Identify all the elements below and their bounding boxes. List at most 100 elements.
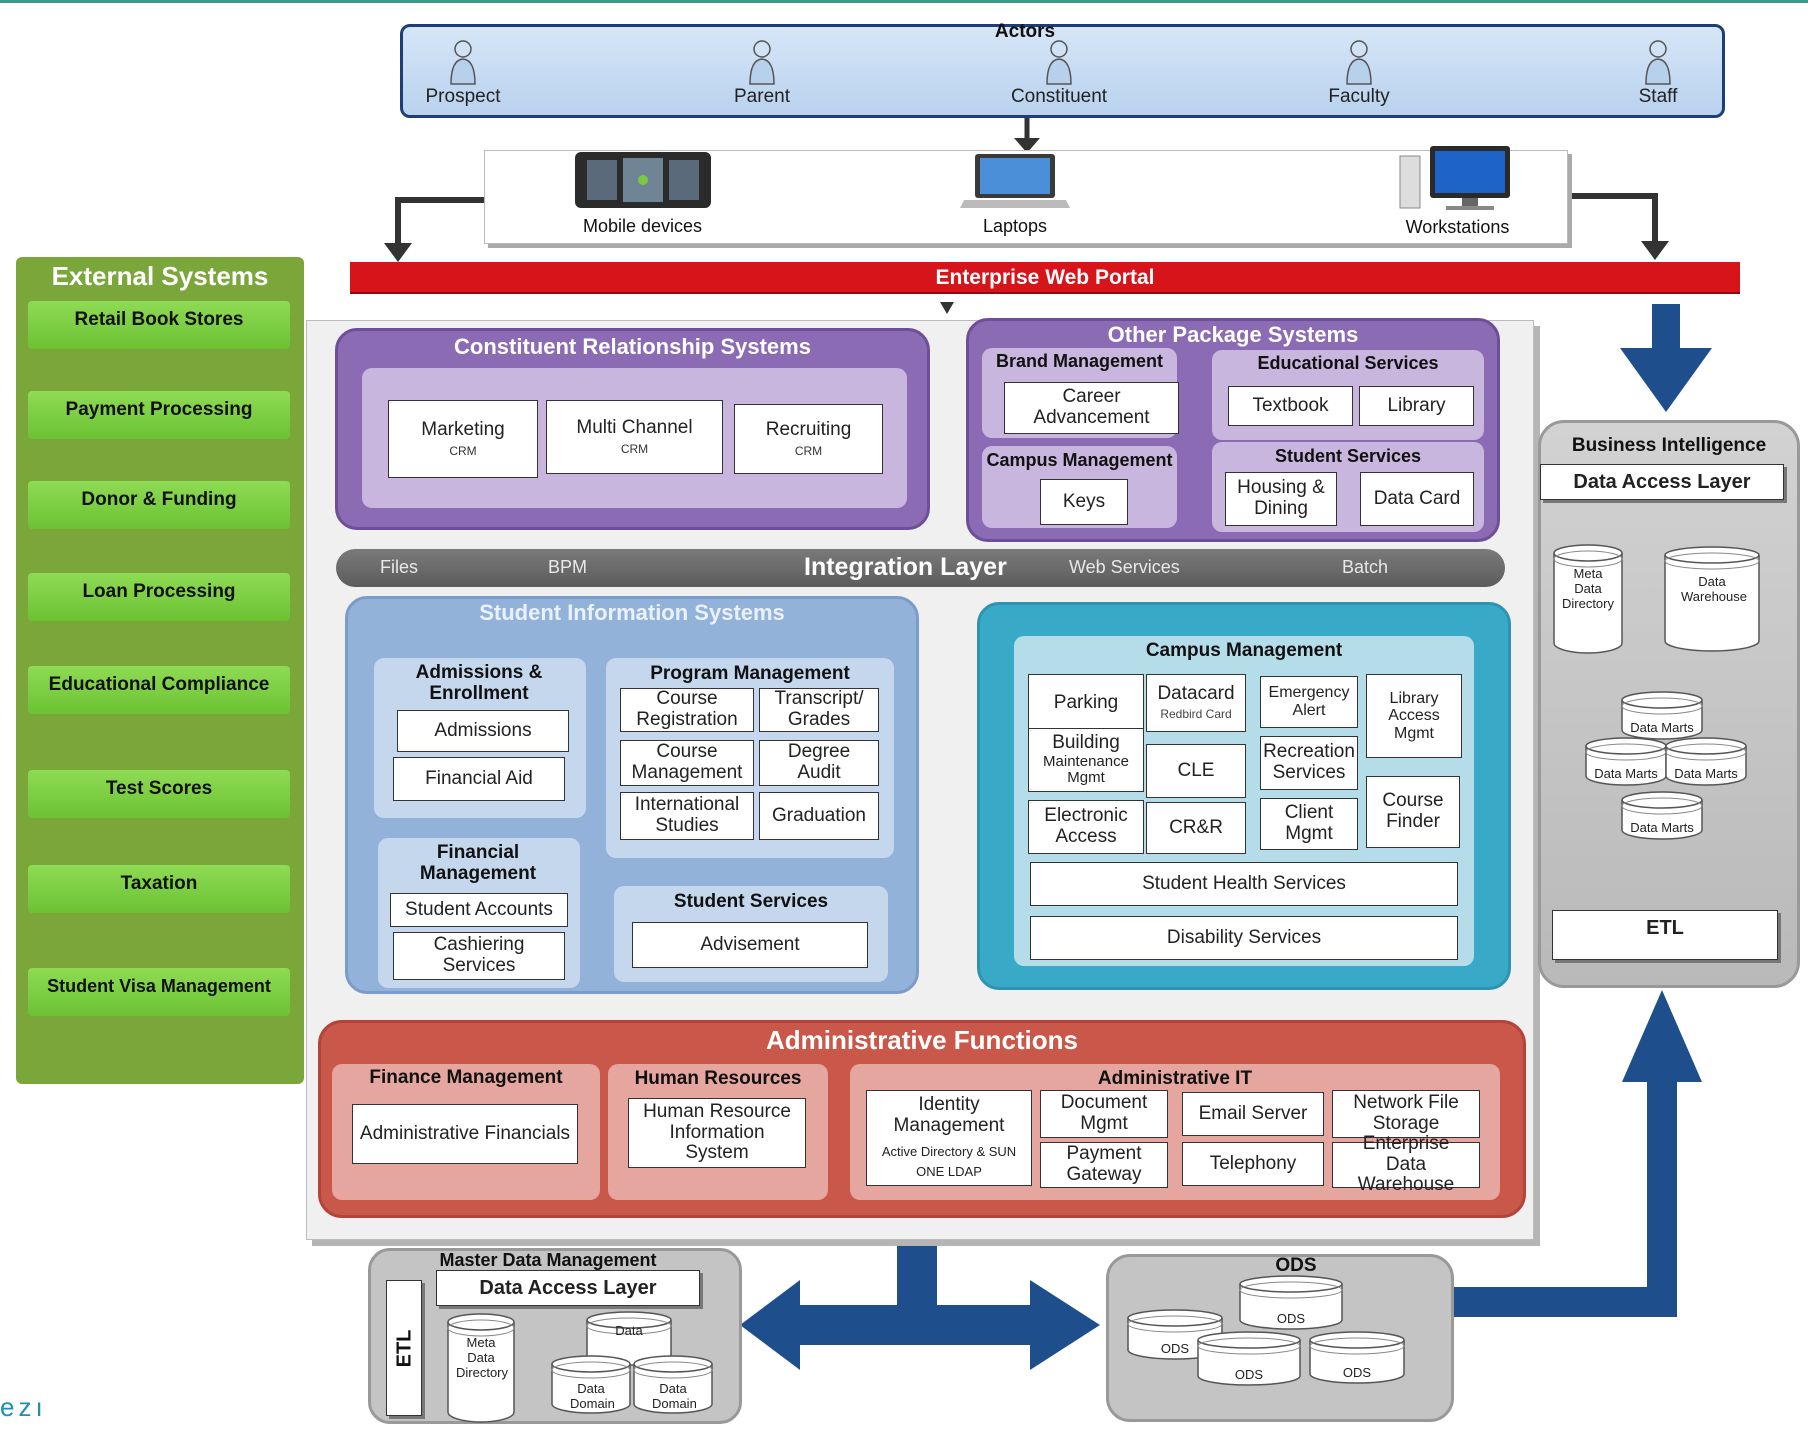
student-services-other-title: Student Services	[1274, 446, 1422, 466]
database-icon	[1127, 1309, 1223, 1360]
network-file-storage-box: Network File Storage	[1332, 1090, 1480, 1138]
db-label: Meta Data Directory	[1561, 566, 1614, 611]
device-mobile: Mobile devices	[565, 150, 720, 237]
external-item: Student Visa Management	[28, 968, 290, 1016]
building-sub: Maintenance	[1043, 752, 1129, 770]
actor-label: Prospect	[425, 86, 501, 107]
database-icon	[1585, 737, 1667, 786]
external-item: Payment Processing	[28, 391, 290, 439]
student-health-box: Student Health Services	[1030, 862, 1458, 906]
database-icon	[1197, 1331, 1301, 1386]
integration-bpm: BPM	[548, 557, 588, 577]
advisement-box: Advisement	[632, 922, 868, 968]
db-label: Data Domain	[652, 1381, 697, 1411]
data-marts-db-bottom: Data Marts	[1620, 790, 1704, 842]
email-server-box: Email Server	[1182, 1092, 1324, 1136]
top-border	[0, 0, 1808, 3]
crm-recruiting: Recruiting CRM	[734, 404, 883, 474]
external-item: Retail Book Stores	[28, 301, 290, 349]
laptop-icon	[960, 154, 1070, 208]
parking-box: Parking	[1028, 674, 1144, 732]
data-marts-db-right: Data Marts	[1664, 736, 1748, 788]
actor-label: Staff	[1638, 86, 1678, 107]
actor-faculty: Faculty	[1304, 40, 1414, 108]
actor-label: Faculty	[1328, 86, 1390, 107]
cle-box: CLE	[1146, 744, 1246, 798]
actors-title: Actors	[994, 21, 1056, 42]
external-item: Test Scores	[28, 770, 290, 818]
electronic-access-box: Electronic Access	[1028, 800, 1144, 854]
sis-title: Student Information Systems	[479, 600, 785, 625]
financial-management-title: Financial Management	[419, 842, 537, 884]
database-icon	[1239, 1275, 1343, 1330]
building-sub2: Mgmt	[1067, 769, 1105, 787]
mdm-data-db: Data	[585, 1310, 673, 1368]
actor-label: Parent	[734, 86, 790, 107]
career-advancement-box: Career Advancement	[1004, 382, 1179, 434]
desktop-icon	[1399, 146, 1510, 210]
mdm-title: Master Data Management	[439, 1250, 657, 1270]
db-label: ODS	[1342, 1365, 1372, 1380]
mdm-data-domain-db-left: Data Domain	[550, 1354, 632, 1416]
identity-label: Identity Management	[893, 1093, 1005, 1136]
integration-files: Files	[380, 557, 419, 577]
program-management-title: Program Management	[650, 663, 850, 684]
library-access-box: Library Access Mgmt	[1366, 674, 1462, 758]
ods-db-right: ODS	[1308, 1330, 1406, 1386]
footer-fragment: ezı	[0, 1392, 47, 1422]
course-registration-box: Course Registration	[620, 688, 754, 732]
database-icon	[1665, 737, 1747, 786]
graduation-box: Graduation	[759, 792, 879, 840]
admissions-title: Admissions & Enrollment	[415, 662, 543, 704]
mdm-data-domain-db-right: Data Domain	[632, 1354, 714, 1416]
external-item: Loan Processing	[28, 573, 290, 621]
db-label: Data Domain	[570, 1381, 615, 1411]
device-workstation: Workstations	[1385, 142, 1530, 238]
crm-label: Marketing	[421, 418, 505, 440]
campus-management-main-title: Campus Management	[1145, 640, 1343, 661]
other-package-title: Other Package Systems	[1107, 322, 1359, 347]
actor-prospect: Prospect	[408, 40, 518, 108]
db-label: Data Warehouse	[1681, 574, 1747, 604]
student-accounts-box: Student Accounts	[390, 893, 568, 927]
international-studies-box: International Studies	[620, 792, 754, 840]
ods-db-bottom-middle: ODS	[1196, 1330, 1302, 1388]
housing-dining-box: Housing & Dining	[1225, 472, 1337, 526]
integration-layer: Files BPM Integration Layer Web Services…	[336, 549, 1505, 587]
admissions-box: Admissions	[397, 710, 569, 752]
bi-data-access-layer: Data Access Layer	[1540, 464, 1784, 500]
external-item: Taxation	[28, 865, 290, 913]
person-icon	[450, 40, 476, 85]
database-icon	[1621, 691, 1703, 740]
actors-band	[400, 24, 1725, 118]
course-management-box: Course Management	[620, 740, 754, 786]
database-icon	[1309, 1331, 1405, 1384]
database-icon	[1553, 544, 1623, 654]
actor-staff: Staff	[1603, 40, 1713, 108]
transcript-grades-box: Transcript/ Grades	[759, 688, 879, 732]
identity-sub: Active Directory & SUN ONE LDAP	[881, 1144, 1017, 1179]
ods-db-left: ODS	[1126, 1308, 1224, 1362]
ods-db-top: ODS	[1238, 1274, 1344, 1332]
db-label: ODS	[1160, 1341, 1190, 1356]
db-label: Data Marts	[1630, 820, 1694, 835]
data-card-box: Data Card	[1360, 472, 1474, 526]
integration-batch: Batch	[1342, 557, 1389, 577]
external-item: Educational Compliance	[28, 666, 290, 714]
mdm-etl-box: ETL	[386, 1280, 422, 1416]
bi-etl-box: ETL	[1552, 910, 1778, 960]
person-icon	[1346, 40, 1372, 85]
db-label: ODS	[1234, 1367, 1264, 1382]
db-label: Data Marts	[1594, 766, 1658, 781]
external-item: Donor & Funding	[28, 481, 290, 529]
person-icon	[1046, 40, 1072, 85]
building-label: Building	[1052, 732, 1120, 754]
database-icon	[551, 1355, 631, 1414]
tablet-icon	[574, 152, 711, 208]
mdm-data-access-layer: Data Access Layer	[436, 1270, 700, 1306]
building-maintenance-box: Building Maintenance Mgmt	[1028, 728, 1144, 792]
db-label: ODS	[1276, 1311, 1306, 1326]
financial-aid-box: Financial Aid	[393, 757, 565, 801]
mdm-meta-data-directory-db: Meta Data Directory	[446, 1312, 516, 1424]
database-icon	[633, 1355, 713, 1414]
